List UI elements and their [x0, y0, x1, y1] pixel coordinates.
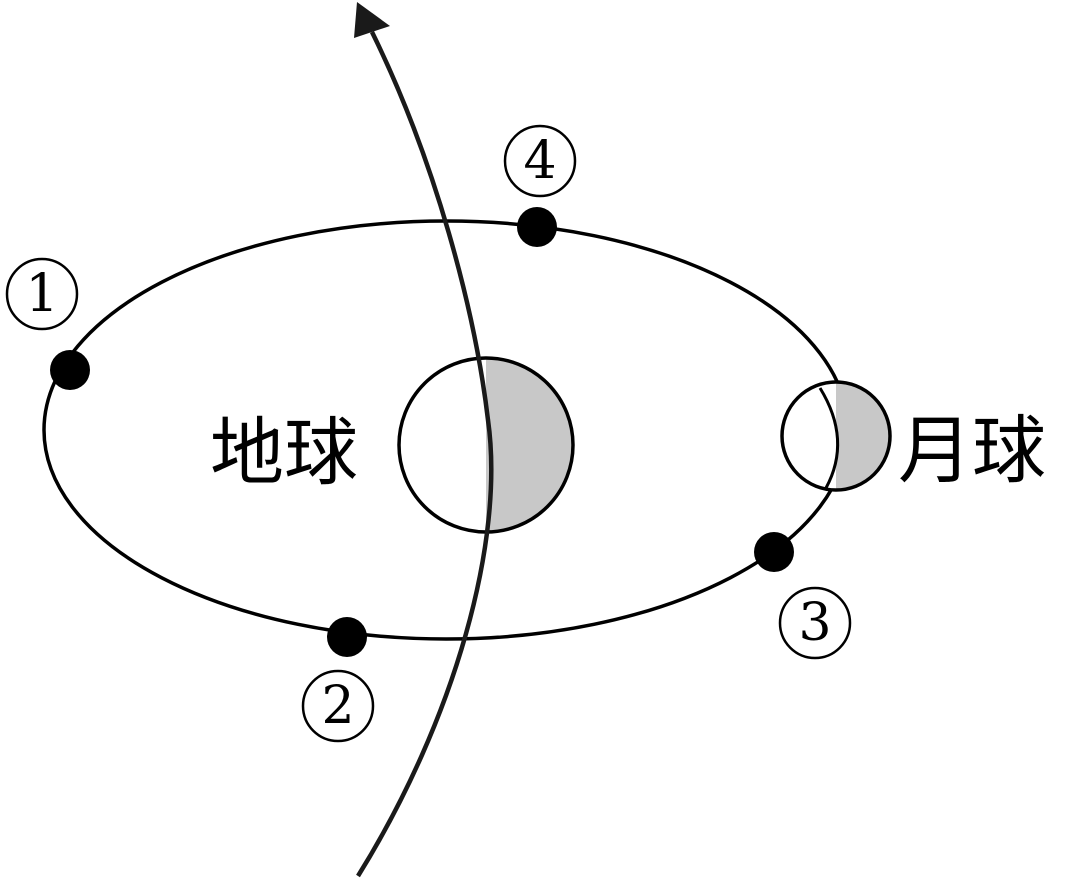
position-dot-2 — [327, 617, 367, 657]
position-dot-4 — [517, 207, 557, 247]
position-dot-1 — [50, 350, 90, 390]
moon-shaded-half — [836, 382, 890, 490]
position-label-2: 2 — [301, 669, 375, 743]
moon-label: 月球 — [898, 408, 1046, 494]
svg-text:4: 4 — [523, 131, 556, 191]
earth-label: 地球 — [210, 410, 358, 496]
position-label-3: 3 — [778, 586, 852, 660]
svg-text:1: 1 — [25, 264, 58, 324]
position-label-4: 4 — [503, 124, 577, 198]
position-label-1: 1 — [5, 257, 79, 331]
earth — [397, 356, 575, 534]
position-dot-3 — [754, 532, 794, 572]
arrowhead-icon — [354, 2, 390, 38]
svg-text:2: 2 — [321, 676, 354, 736]
moon — [780, 380, 892, 492]
earth-shaded-half — [486, 358, 573, 532]
svg-text:3: 3 — [798, 593, 831, 653]
earth-revolution-arrow — [354, 2, 494, 878]
